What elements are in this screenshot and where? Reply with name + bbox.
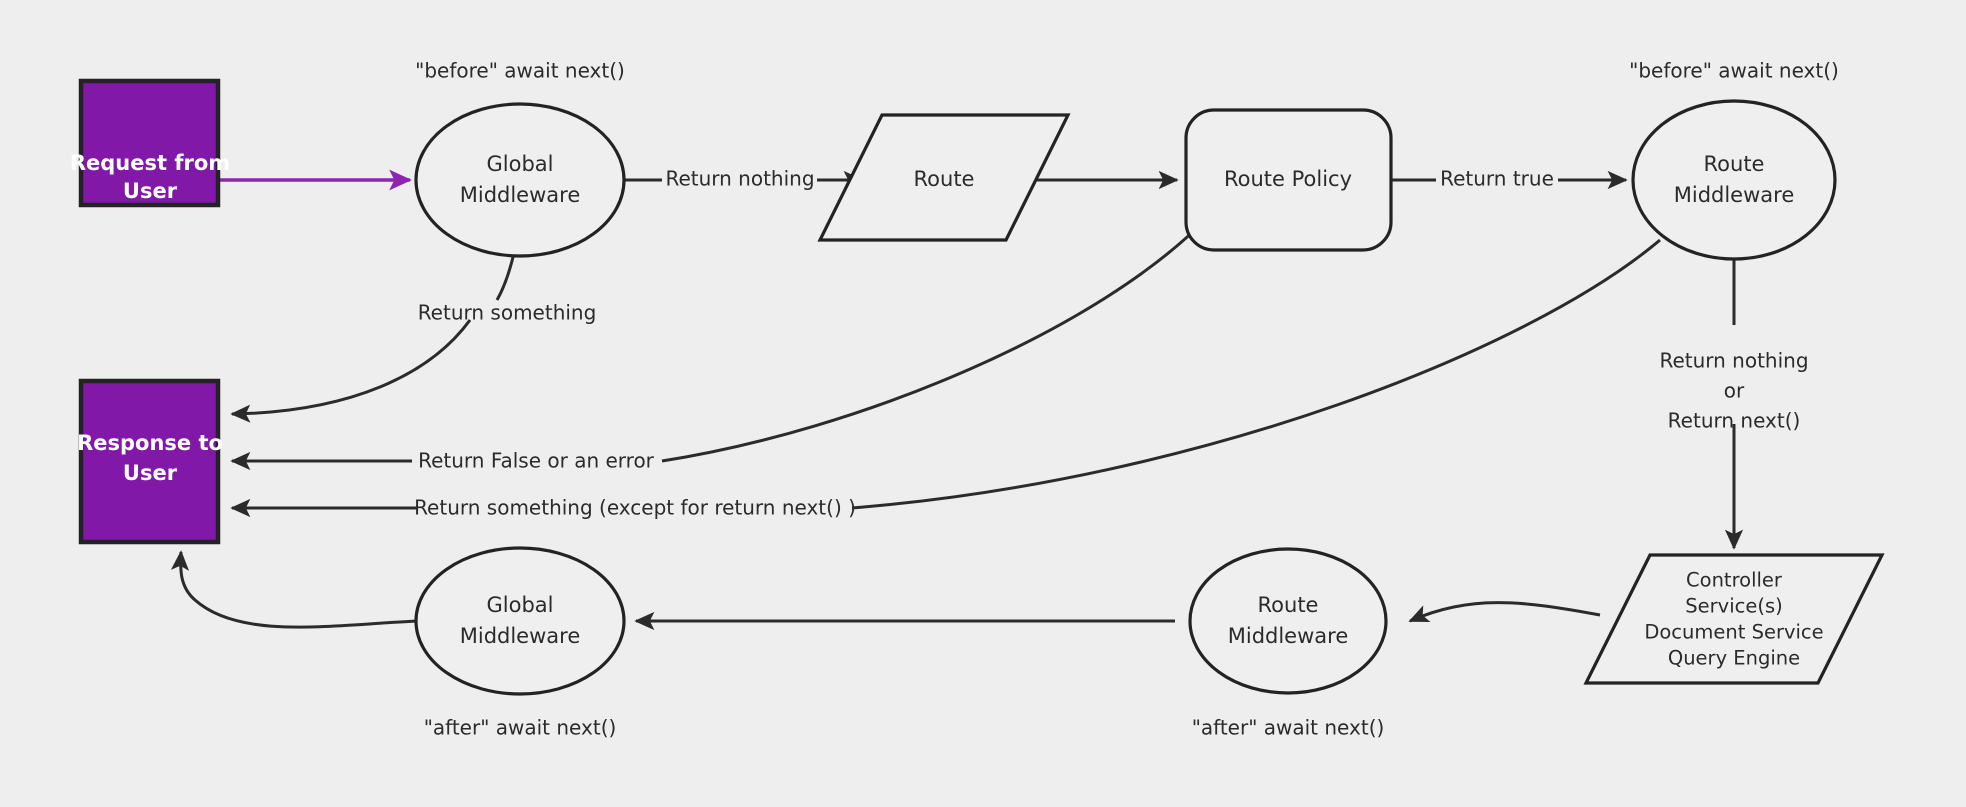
node-request-from-user[interactable]: Request from User [70, 78, 230, 208]
edge-route-policy-return-false-right [661, 213, 1212, 463]
route-parallelogram [817, 113, 1071, 242]
node-route[interactable]: Route [817, 113, 1071, 242]
global-middleware-before-ellipse [414, 102, 626, 258]
controller-label-line2: Service(s) [1685, 595, 1782, 618]
route-middleware-after-label-line1: Route [1258, 593, 1319, 617]
request-from-user-label-line2: User [123, 179, 178, 203]
global-middleware-before-label-line2: Middleware [460, 183, 581, 207]
node-global-middleware-after[interactable]: Global Middleware [414, 546, 626, 696]
global-middleware-after-label-line1: Global [487, 593, 554, 617]
request-from-user-label-line1: Request from [70, 151, 230, 175]
edge-label-return-nothing-or-next-line1: Return nothing [1659, 349, 1808, 373]
route-label: Route [914, 167, 975, 191]
request-from-user-box [78, 78, 221, 208]
response-to-user-label-line2: User [123, 461, 178, 485]
node-response-to-user[interactable]: Response to User [77, 378, 223, 545]
node-route-middleware-before[interactable]: Route Middleware [1631, 99, 1837, 261]
edge-label-return-nothing: Return nothing [665, 167, 814, 191]
global-middleware-after-label-line2: Middleware [460, 624, 581, 648]
node-route-middleware-after[interactable]: Route Middleware [1188, 547, 1388, 695]
node-controller-services[interactable]: Controller Service(s) Document Service Q… [1583, 553, 1885, 685]
route-middleware-after-label-line2: Middleware [1228, 624, 1349, 648]
global-middleware-before-label-line1: Global [487, 152, 554, 176]
edge-global-mw-return-something-stub [495, 252, 516, 301]
node-route-policy[interactable]: Route Policy [1184, 108, 1393, 252]
edge-label-return-false-or-error: Return False or an error [418, 449, 655, 473]
response-to-user-label-line1: Response to [77, 431, 223, 455]
annotation-after-route-middleware: "after" await next() [1192, 716, 1385, 740]
edge-global-mw-return-something-to-response [230, 319, 472, 423]
annotation-after-global-middleware: "after" await next() [424, 716, 617, 740]
controller-label-line4: Query Engine [1668, 647, 1800, 670]
controller-parallelogram [1583, 553, 1885, 685]
edge-label-return-nothing-or-next-line2: or [1724, 379, 1745, 403]
controller-label-line3: Document Service [1644, 621, 1823, 644]
route-middleware-before-ellipse [1631, 99, 1837, 261]
annotation-before-route-middleware: "before" await next() [1629, 59, 1839, 83]
edge-global-middleware-after-to-response [170, 550, 419, 629]
edge-label-return-something-except-next: Return something (except for return next… [414, 496, 856, 520]
edge-label-return-true: Return true [1440, 167, 1554, 191]
route-policy-label: Route Policy [1224, 167, 1352, 191]
response-to-user-box [78, 378, 221, 545]
edge-route-mw-return-something-right [851, 238, 1661, 510]
edge-controller-to-route-middleware-after [1408, 601, 1601, 623]
annotation-before-global-middleware: "before" await next() [415, 59, 625, 83]
route-middleware-after-ellipse [1188, 547, 1388, 695]
edge-label-return-something-global: Return something [418, 301, 597, 325]
edge-label-return-nothing-or-next-line3: Return next() [1668, 409, 1801, 433]
node-global-middleware-before[interactable]: Global Middleware [414, 102, 626, 258]
route-middleware-before-label-line1: Route [1704, 152, 1765, 176]
route-middleware-before-label-line2: Middleware [1674, 183, 1795, 207]
global-middleware-after-ellipse [414, 546, 626, 696]
route-policy-box [1184, 108, 1393, 252]
controller-label-line1: Controller [1686, 569, 1783, 592]
